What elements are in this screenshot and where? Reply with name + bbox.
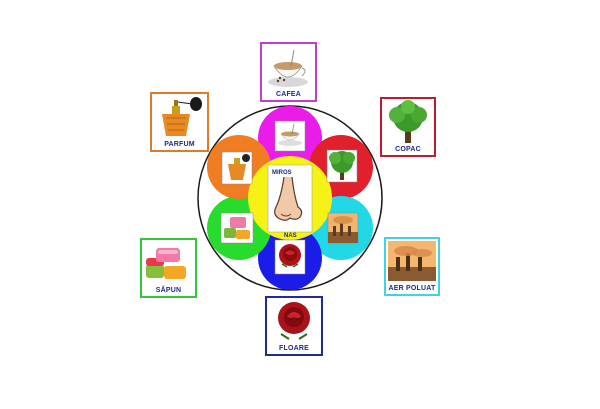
card-aer-poluat[interactable]: AER POLUAT	[384, 237, 440, 296]
card-sapun[interactable]: SĂPUN	[140, 238, 197, 298]
rose-icon	[267, 298, 321, 345]
perfume-bottle-icon	[152, 94, 207, 141]
card-copac-label: COPAC	[395, 146, 421, 153]
card-cafea[interactable]: CAFEA	[260, 42, 317, 102]
petal-rose-picture	[274, 239, 306, 275]
coffee-cup-icon	[262, 44, 315, 91]
center-bottom-label: NAS	[284, 233, 297, 239]
tree-icon	[382, 99, 434, 146]
center-nose-panel	[267, 164, 313, 233]
card-aer-poluat-label: AER POLUAT	[388, 285, 436, 292]
petal-tree-picture	[326, 149, 358, 183]
card-floare-label: FLOARE	[279, 345, 309, 352]
card-parfum[interactable]: PARFUM	[150, 92, 209, 152]
card-sapun-label: SĂPUN	[155, 287, 182, 294]
soap-bars-icon	[142, 240, 195, 287]
card-copac[interactable]: COPAC	[380, 97, 436, 157]
petal-coffee-picture	[274, 120, 306, 152]
petal-soap-picture	[220, 212, 254, 244]
card-parfum-label: PARFUM	[164, 141, 195, 148]
card-floare[interactable]: FLOARE	[265, 296, 323, 356]
card-cafea-label: CAFEA	[275, 91, 302, 98]
petal-pollution-picture	[327, 212, 359, 244]
center-top-label: MIROS	[272, 170, 292, 176]
petal-perfume-picture	[221, 151, 253, 185]
factory-smoke-icon	[386, 239, 438, 285]
